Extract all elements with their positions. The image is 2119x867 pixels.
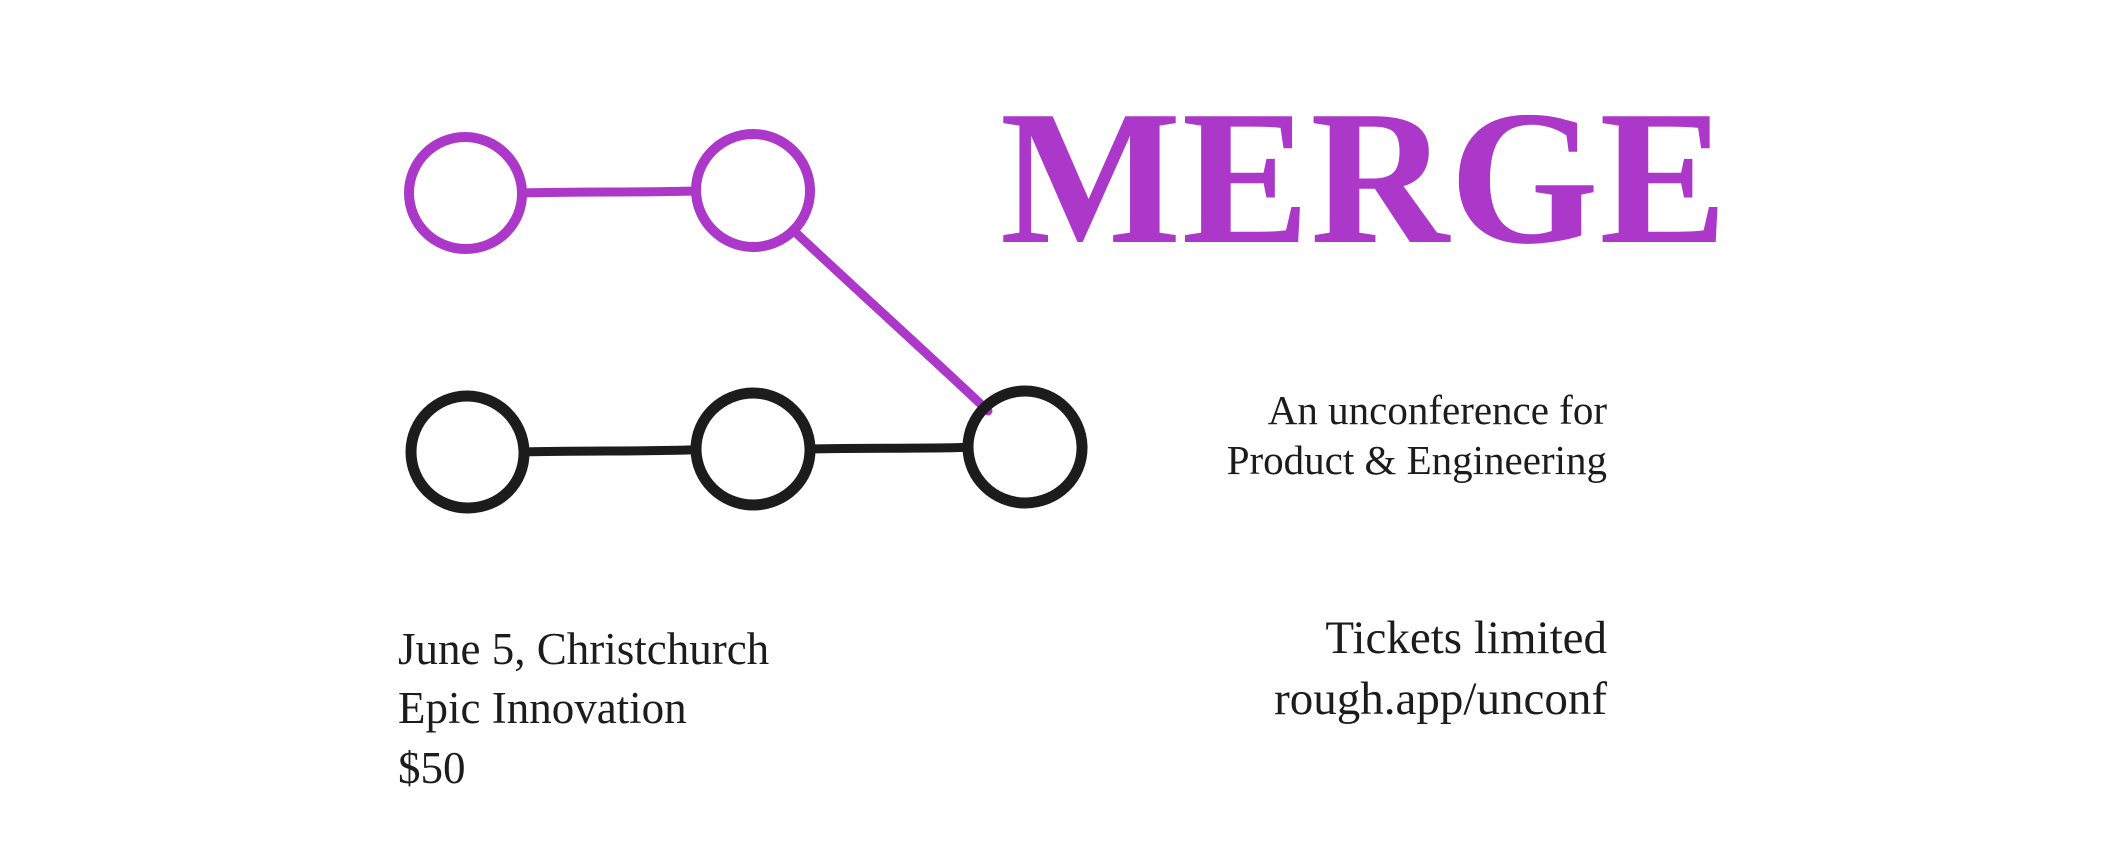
node-branch-2-icon[interactable] [691,129,816,252]
node-branch-1-icon[interactable] [404,132,528,254]
tickets-info: Tickets limited rough.app/unconf [987,608,1607,730]
tagline-line-2: Product & Engineering [1226,437,1607,484]
node-main-3-icon[interactable] [962,385,1088,509]
page-title: MERGE [1000,71,1728,284]
edge-branch-horizontal [517,186,701,198]
event-price: $50 [398,742,466,793]
tagline: An unconference for Product & Engineerin… [987,385,1607,485]
node-main-1-icon[interactable] [405,390,530,514]
tickets-url[interactable]: rough.app/unconf [1274,673,1607,726]
graph-canvas [404,129,1088,514]
event-venue: Epic Innovation [398,683,687,734]
event-details: June 5, Christchurch Epic Innovation $50 [398,620,769,798]
tagline-line-1: An unconference for [1267,387,1607,433]
edge-main-1 [519,445,701,457]
tickets-availability: Tickets limited [1325,612,1607,664]
edge-main-2 [805,442,973,454]
node-main-2-icon[interactable] [690,387,816,511]
merge-branch-graph [380,80,1100,540]
event-date-location: June 5, Christchurch [398,624,770,674]
edge-merge-diagonal [788,225,993,416]
